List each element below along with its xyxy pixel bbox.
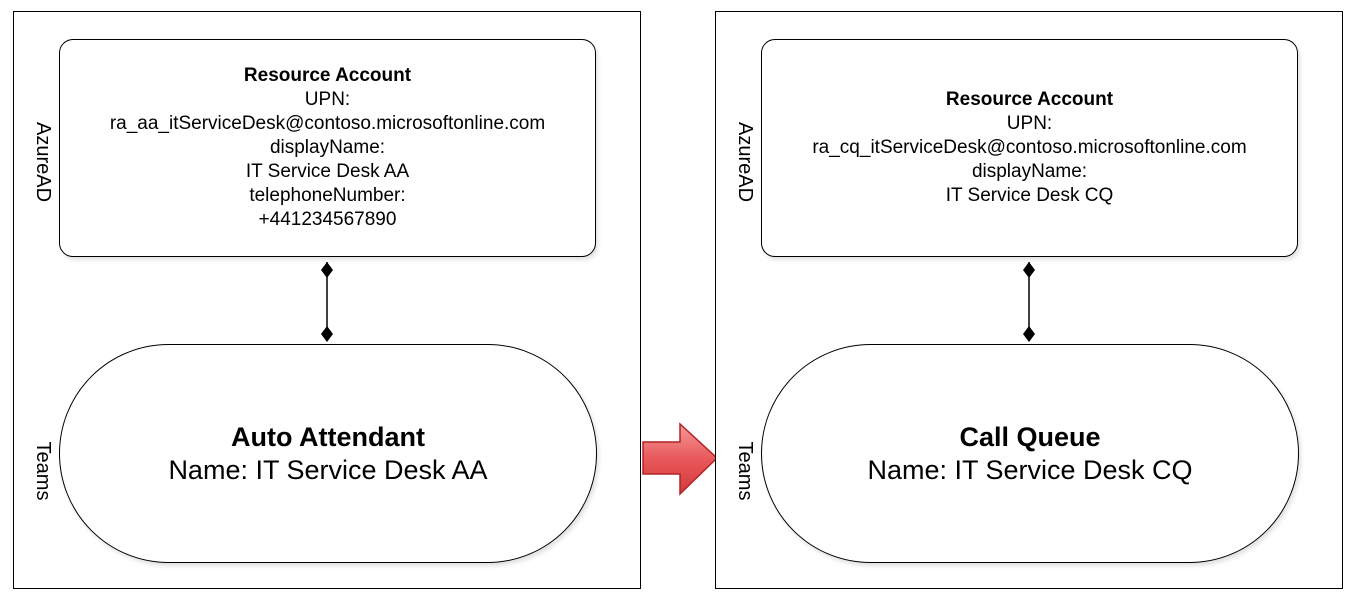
diamond-bottom-icon bbox=[321, 326, 333, 342]
left-panel: AzureAD Teams Resource Account UPN: ra_a… bbox=[13, 11, 641, 589]
ra-line-displayname-value: IT Service Desk AA bbox=[245, 161, 410, 182]
ra-line-upn-label: UPN: bbox=[1006, 113, 1053, 134]
call-queue-box: Call Queue Name: IT Service Desk CQ bbox=[761, 344, 1299, 563]
ra-line-upn-label: UPN: bbox=[304, 89, 351, 110]
ra-line-upn-value: ra_cq_itServiceDesk@contoso.microsoftonl… bbox=[812, 137, 1247, 158]
auto-attendant-box: Auto Attendant Name: IT Service Desk AA bbox=[59, 344, 597, 563]
resource-account-box: Resource Account UPN: ra_aa_itServiceDes… bbox=[59, 39, 596, 257]
right-arrow-icon bbox=[642, 422, 719, 496]
ra-line-telephone-value: +441234567890 bbox=[258, 209, 397, 230]
auto-attendant-name: Name: IT Service Desk AA bbox=[168, 454, 488, 485]
call-queue-name: Name: IT Service Desk CQ bbox=[867, 454, 1193, 485]
azuread-label: AzureAD bbox=[734, 122, 756, 203]
diamond-top-icon bbox=[1023, 262, 1035, 278]
resource-account-box: Resource Account UPN: ra_cq_itServiceDes… bbox=[761, 39, 1298, 257]
ra-line-displayname-label: displayName: bbox=[269, 137, 386, 158]
resource-account-title: Resource Account bbox=[945, 89, 1114, 110]
right-panel: AzureAD Teams Resource Account UPN: ra_c… bbox=[715, 11, 1343, 589]
ra-line-displayname-label: displayName: bbox=[971, 161, 1088, 182]
diamond-top-icon bbox=[321, 262, 333, 278]
ra-line-telephone-label: telephoneNumber: bbox=[249, 185, 406, 206]
ra-line-upn-value: ra_aa_itServiceDesk@contoso.microsoftonl… bbox=[109, 113, 546, 134]
azuread-label: AzureAD bbox=[32, 122, 54, 203]
resource-account-title: Resource Account bbox=[243, 65, 412, 86]
teams-label: Teams bbox=[32, 441, 54, 501]
diamond-bottom-icon bbox=[1023, 326, 1035, 342]
teams-label: Teams bbox=[734, 441, 756, 501]
ra-line-displayname-value: IT Service Desk CQ bbox=[945, 185, 1114, 206]
auto-attendant-title: Auto Attendant bbox=[231, 421, 425, 452]
call-queue-title: Call Queue bbox=[959, 421, 1101, 452]
